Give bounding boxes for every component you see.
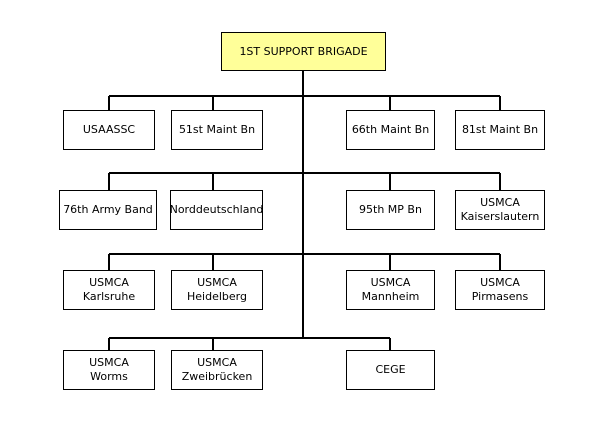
unit-label: Norddeutschland [169,203,264,216]
unit-box-95th-mp-bn: 95th MP Bn [346,190,435,230]
unit-label: 51st Maint Bn [178,123,256,136]
unit-box-usmca-heidelberg: USMCA Heidelberg [171,270,263,310]
unit-label-line2: Mannheim [361,290,420,303]
unit-label-line2: Zweibrücken [181,370,253,383]
unit-box-usmca-mannheim: USMCA Mannheim [346,270,435,310]
unit-label: 81st Maint Bn [461,123,539,136]
unit-box-usaassc: USAASSC [63,110,155,150]
root-label: 1ST SUPPORT BRIGADE [239,44,368,58]
unit-box-norddeutschland: Norddeutschland [170,190,263,230]
unit-label-line1: USMCA [89,356,129,369]
unit-label: CEGE [375,363,406,376]
unit-box-66th-maint-bn: 66th Maint Bn [346,110,435,150]
unit-label: USAASSC [82,123,136,136]
unit-box-usmca-worms: USMCA Worms [63,350,155,390]
unit-label: 66th Maint Bn [351,123,430,136]
unit-box-81st-maint-bn: 81st Maint Bn [455,110,545,150]
unit-label-line1: USMCA [197,356,237,369]
unit-box-usmca-zweibruecken: USMCA Zweibrücken [171,350,263,390]
unit-box-usmca-karlsruhe: USMCA Karlsruhe [63,270,155,310]
unit-label-line2: Karlsruhe [82,290,136,303]
unit-label-line2: Heidelberg [187,290,247,303]
unit-box-51st-maint-bn: 51st Maint Bn [171,110,263,150]
unit-label-line1: USMCA [197,276,237,289]
unit-label-line2: Pirmasens [471,290,529,303]
unit-label-line2: Kaiserslautern [460,210,540,223]
unit-label: 95th MP Bn [359,203,422,216]
unit-box-cege: CEGE [346,350,435,390]
unit-box-usmca-pirmasens: USMCA Pirmasens [455,270,545,310]
unit-label-line2: Worms [90,370,128,383]
unit-box-usmca-kaiserslautern: USMCA Kaiserslautern [455,190,545,230]
unit-label-line1: USMCA [480,276,520,289]
root-box: 1ST SUPPORT BRIGADE [221,32,386,71]
unit-label-line1: USMCA [370,276,411,289]
unit-box-76th-army-band: 76th Army Band [59,190,157,230]
unit-label-line1: USMCA [89,276,129,289]
unit-label: 76th Army Band [63,203,153,216]
unit-label-line1: USMCA [480,196,520,209]
